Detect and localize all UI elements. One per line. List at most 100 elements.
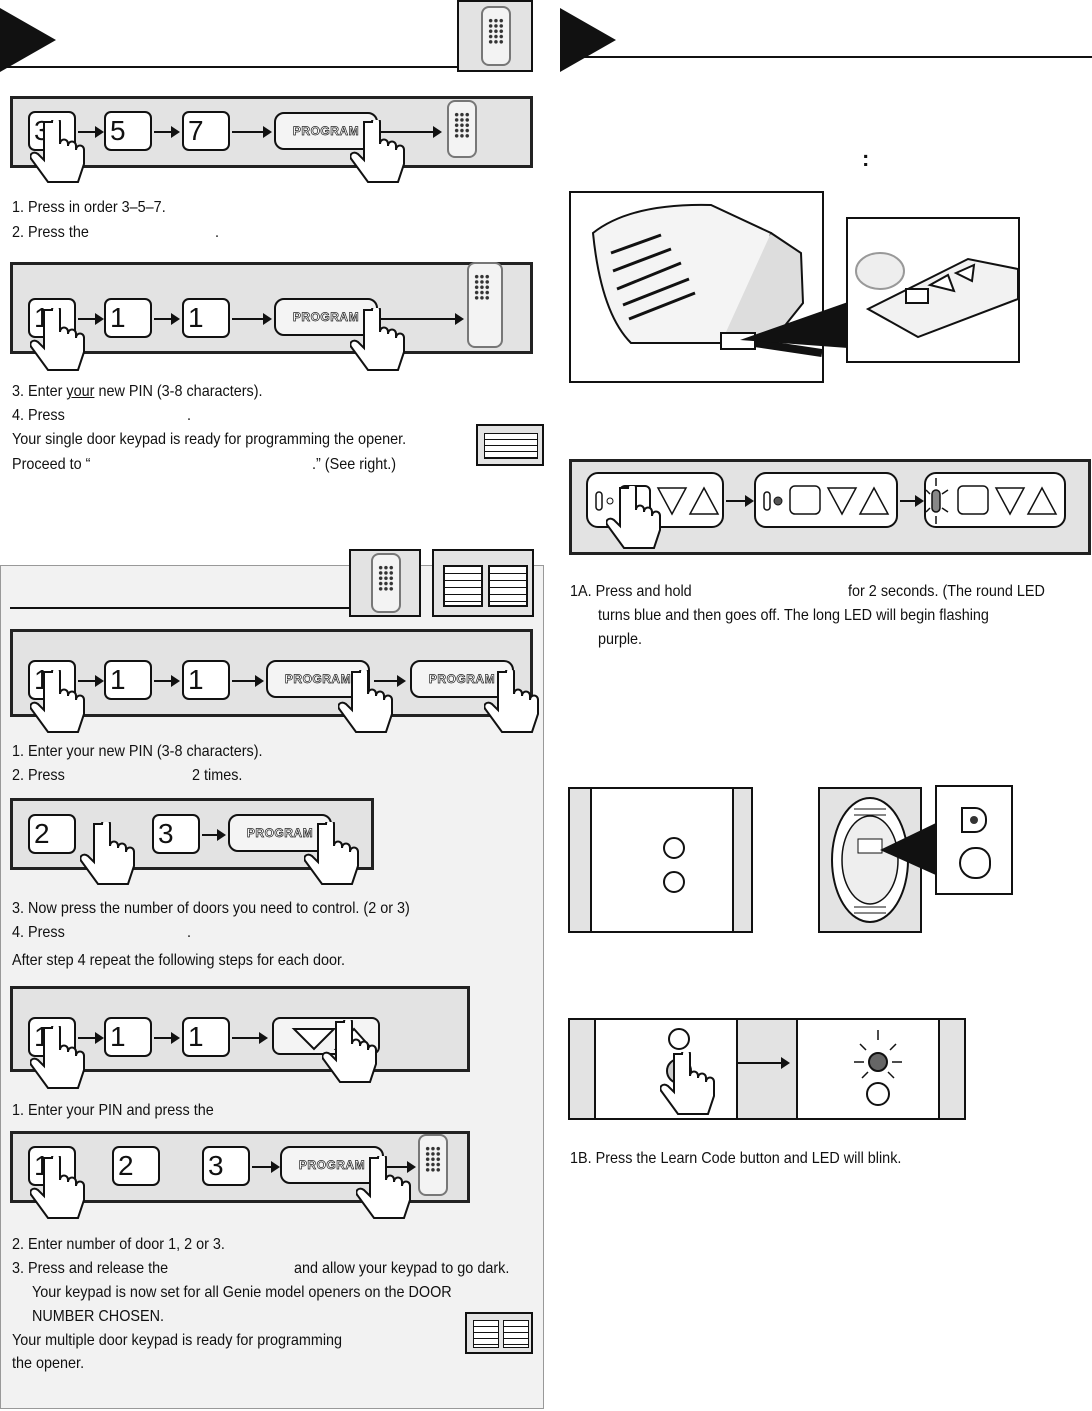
learn-closeup	[935, 785, 1013, 895]
keypad-icon	[447, 100, 477, 158]
hand-pointer-icon	[350, 120, 405, 183]
step-1a-line1: 1A. Press and hold	[570, 583, 692, 600]
arrow-icon	[154, 126, 180, 138]
multi-step-1: 1. Enter your new PIN (3-8 characters).	[12, 743, 263, 760]
arrow-icon	[380, 313, 464, 325]
proceed-text: Proceed to “	[12, 456, 91, 473]
enter-pin-text: 1. Enter your PIN and press the	[12, 1102, 214, 1119]
multi-ready: Your multiple door keypad is ready for p…	[12, 1332, 343, 1349]
hand-pointer-icon	[322, 1020, 377, 1083]
arrow-icon	[78, 1032, 104, 1044]
colon-text: :	[862, 146, 870, 171]
flashing-led-icon	[925, 478, 1058, 524]
learn-panel-1	[568, 787, 753, 933]
keypad-icon	[467, 262, 503, 348]
key-3[interactable]: 3	[202, 1146, 250, 1186]
multi-step-4: 4. Press	[12, 924, 65, 941]
single-door-icon	[476, 424, 544, 466]
multi-s3c: Your keypad is now set for all Genie mod…	[32, 1284, 452, 1301]
program-button[interactable]: PROGRAM	[280, 1146, 384, 1184]
arrow-icon	[202, 829, 226, 841]
header-rule	[0, 66, 458, 68]
opener-buttons-closeup	[846, 217, 1020, 363]
step-1a-line4: purple.	[598, 631, 643, 648]
two-doors-icon	[432, 549, 534, 617]
blinking-led-icon	[854, 1030, 902, 1106]
key-2[interactable]: 2	[28, 814, 76, 854]
hand-pointer-icon	[484, 670, 539, 733]
play-arrow-icon	[0, 8, 56, 72]
panel-door-select	[10, 986, 470, 1072]
hand-pointer-icon	[304, 822, 359, 885]
key-1[interactable]: 1	[182, 298, 230, 338]
buttons-closeup-icon	[855, 252, 1019, 339]
hand-pointer-icon	[30, 1156, 85, 1219]
arrow-icon	[154, 675, 180, 687]
learn-code-button[interactable]	[959, 847, 991, 879]
program-button[interactable]: PROGRAM	[274, 298, 378, 336]
key-1[interactable]: 1	[104, 298, 152, 338]
step-2-end: .	[215, 224, 220, 241]
learn-led	[663, 837, 685, 859]
step-1: 1. Press in order 3–5–7.	[12, 199, 166, 216]
arrow-icon	[232, 1032, 268, 1044]
see-right-text: .” (See right.)	[312, 456, 397, 473]
key-5[interactable]: 5	[104, 111, 152, 151]
arrow-icon	[154, 1032, 180, 1044]
multi-step-2: 2. Press	[12, 767, 65, 784]
key-1[interactable]: 1	[104, 1017, 152, 1057]
callout-pointer-icon	[740, 302, 848, 348]
multi-header-rule	[10, 607, 350, 609]
two-doors-icon	[465, 1312, 533, 1354]
opener-button-strip	[924, 472, 1066, 528]
step-1b: 1B. Press the Learn Code button and LED …	[570, 1150, 902, 1167]
multi-ready-2: the opener.	[12, 1355, 85, 1372]
keypad-thumbnail	[457, 0, 533, 72]
arrow-icon	[232, 313, 272, 325]
multi-step-4-end: .	[187, 924, 192, 941]
key-1[interactable]: 1	[182, 1017, 230, 1057]
step-3: 3. Enter your new PIN (3-8 characters).	[12, 383, 263, 400]
led-indicator	[961, 807, 987, 833]
callout-pointer-icon	[880, 822, 938, 876]
arrow-icon	[78, 313, 104, 325]
arrow-icon	[154, 313, 180, 325]
ready-text: Your single door keypad is ready for pro…	[12, 431, 407, 448]
key-2[interactable]: 2	[112, 1146, 160, 1186]
key-1[interactable]: 1	[104, 660, 152, 700]
arrow-icon	[78, 675, 104, 687]
multi-s3d: NUMBER CHOSEN.	[32, 1308, 165, 1325]
arrow-icon	[900, 495, 924, 507]
arrow-icon	[380, 126, 442, 138]
learn-sequence-panel	[568, 1018, 966, 1120]
arrow-icon	[232, 126, 272, 138]
hand-pointer-icon	[80, 822, 135, 885]
arrow-icon	[386, 1161, 416, 1173]
key-3[interactable]: 3	[152, 814, 200, 854]
program-button[interactable]: PROGRAM	[228, 814, 332, 852]
step-1a-line3: turns blue and then goes off. The long L…	[598, 607, 989, 624]
multi-s3b: and allow your keypad to go dark.	[294, 1260, 510, 1277]
hand-pointer-icon	[30, 308, 85, 371]
arrow-icon	[726, 495, 754, 507]
arrow-icon	[232, 675, 264, 687]
step-1a-line2: for 2 seconds. (The round LED	[848, 583, 1045, 600]
after-step-text: After step 4 repeat the following steps …	[12, 952, 345, 969]
hand-pointer-icon	[30, 1026, 85, 1089]
learn-button[interactable]	[663, 871, 685, 893]
step-4-end: .	[187, 407, 192, 424]
hand-pointer-icon	[338, 670, 393, 733]
opener-button-strip	[754, 472, 898, 528]
hand-pointer-icon	[30, 670, 85, 733]
hand-pointer-icon	[30, 120, 85, 183]
multi-s2: 2. Enter number of door 1, 2 or 3.	[12, 1236, 225, 1253]
step-4: 4. Press	[12, 407, 65, 424]
key-1[interactable]: 1	[182, 660, 230, 700]
keypad-thumbnail	[349, 549, 421, 617]
header-rule	[560, 56, 1092, 58]
arrow-icon	[374, 675, 406, 687]
multi-step-2-end: 2 times.	[192, 767, 243, 784]
key-7[interactable]: 7	[182, 111, 230, 151]
hand-pointer-icon	[350, 308, 405, 371]
opener-image	[569, 191, 824, 383]
